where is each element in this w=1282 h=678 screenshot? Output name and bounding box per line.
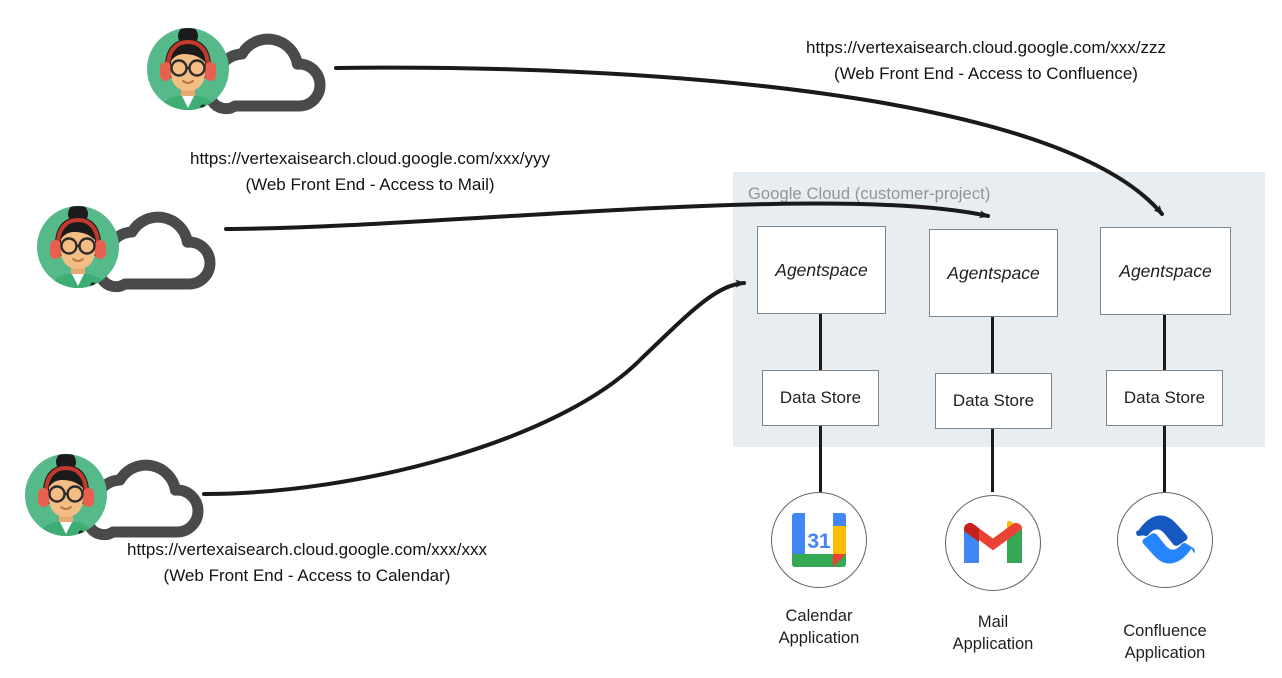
client-mail-user-cloud[interactable] bbox=[37, 200, 232, 295]
calendar-app-circle[interactable]: 31 bbox=[771, 492, 867, 588]
caption-desc: (Web Front End - Access to Calendar) bbox=[163, 566, 451, 586]
connector-datastore2-mail-app bbox=[991, 428, 995, 492]
caption-client-mail: https://vertexaisearch.cloud.google.com/… bbox=[190, 146, 550, 199]
confluence-app-circle[interactable] bbox=[1117, 492, 1213, 588]
arrow-client-calendar-to-agentspace1 bbox=[202, 279, 746, 496]
client-calendar-user-cloud[interactable] bbox=[25, 448, 220, 543]
connector-agentspace2-datastore2 bbox=[991, 316, 995, 374]
agentspace-label: Agentspace bbox=[947, 262, 1040, 283]
caption-url: https://vertexaisearch.cloud.google.com/… bbox=[190, 149, 550, 168]
mail-app-label: Mail Application bbox=[952, 613, 1034, 654]
caption-client-confluence: https://vertexaisearch.cloud.google.com/… bbox=[806, 35, 1166, 88]
datastore-label: Data Store bbox=[779, 388, 862, 408]
datastore-box-calendar[interactable]: Data Store bbox=[762, 370, 879, 426]
datastore-box-confluence[interactable]: Data Store bbox=[1106, 370, 1223, 426]
agentspace-box-mail[interactable]: Agentspace bbox=[929, 229, 1058, 317]
agentspace-label: Agentspace bbox=[1119, 260, 1212, 281]
google-cloud-container-label: Google Cloud (customer-project) bbox=[748, 185, 991, 203]
mail-app-circle[interactable] bbox=[945, 495, 1041, 591]
agentspace-label: Agentspace bbox=[775, 259, 868, 280]
caption-desc: (Web Front End - Access to Confluence) bbox=[834, 64, 1138, 84]
svg-text:31: 31 bbox=[807, 530, 831, 553]
caption-client-calendar: https://vertexaisearch.cloud.google.com/… bbox=[127, 537, 487, 590]
connector-datastore1-calendar-app bbox=[819, 425, 823, 492]
calendar-app-label: Calendar Application bbox=[778, 607, 860, 648]
avatar bbox=[25, 454, 107, 536]
agentspace-box-confluence[interactable]: Agentspace bbox=[1100, 227, 1231, 315]
confluence-icon bbox=[1136, 515, 1195, 564]
avatar bbox=[147, 28, 229, 110]
google-calendar-icon: 31 bbox=[792, 513, 846, 567]
datastore-box-mail[interactable]: Data Store bbox=[935, 373, 1052, 429]
caption-url: https://vertexaisearch.cloud.google.com/… bbox=[127, 540, 487, 559]
client-confluence-user-cloud[interactable] bbox=[147, 22, 342, 117]
gmail-icon bbox=[963, 521, 1023, 563]
connector-agentspace1-datastore1 bbox=[819, 313, 823, 371]
avatar bbox=[37, 206, 119, 288]
caption-desc: (Web Front End - Access to Mail) bbox=[245, 175, 495, 195]
caption-url: https://vertexaisearch.cloud.google.com/… bbox=[806, 38, 1166, 57]
datastore-label: Data Store bbox=[952, 391, 1035, 411]
confluence-app-label: Confluence Application bbox=[1123, 622, 1207, 663]
connector-datastore3-confluence-app bbox=[1163, 425, 1167, 493]
datastore-label: Data Store bbox=[1123, 388, 1206, 408]
agentspace-box-calendar[interactable]: Agentspace bbox=[757, 226, 886, 314]
connector-agentspace3-datastore3 bbox=[1163, 315, 1167, 372]
